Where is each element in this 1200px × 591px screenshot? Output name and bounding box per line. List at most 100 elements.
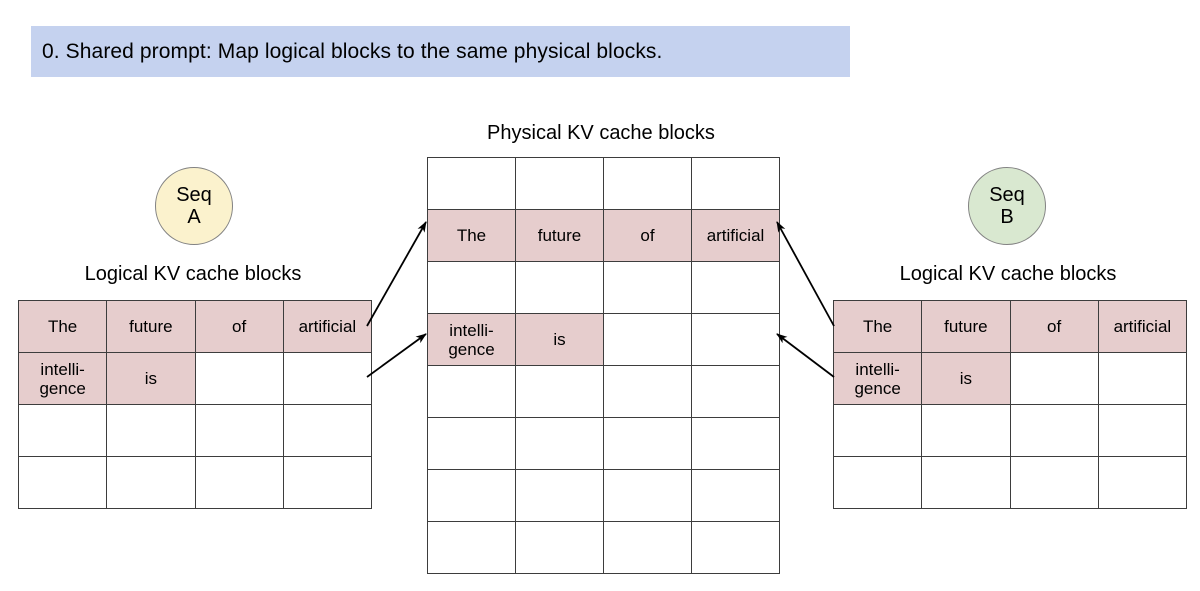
cell-label: The <box>456 226 487 245</box>
seq-b-logical-table-row <box>832 456 1188 509</box>
physical-kv-cache-table-cell-6-2 <box>603 469 692 522</box>
seq-b-logical-table-cell-1-0: intelli-gence <box>832 352 923 405</box>
seq-b-logical-table-cell-1-3 <box>1097 352 1188 405</box>
seq-b-logical-table-cell-2-0 <box>832 404 923 457</box>
physical-kv-cache-table-cell-5-1 <box>515 417 604 470</box>
cell-label: is <box>553 330 566 349</box>
seq-a-logical-table-cell-3-2 <box>194 456 284 509</box>
seq-a-logical-caption: Logical KV cache blocks <box>84 263 302 285</box>
seq-b-logical-table-cell-0-2: of <box>1009 300 1099 353</box>
physical-kv-cache-table-cell-2-1 <box>515 261 604 314</box>
physical-kv-cache-table-cell-7-0 <box>427 521 516 574</box>
physical-kv-cache-table-cell-7-3 <box>691 521 780 574</box>
cell-label: of <box>640 226 655 245</box>
physical-kv-cache-table-cell-5-2 <box>603 417 692 470</box>
cell-label: future <box>944 317 988 336</box>
seq-a-badge-line2: A <box>187 206 201 228</box>
step-banner: 0. Shared prompt: Map logical blocks to … <box>31 26 850 77</box>
physical-kv-cache-table-cell-5-3 <box>691 417 780 470</box>
seq-a-logical-table-cell-1-2 <box>194 352 284 405</box>
cell-label: future <box>129 317 173 336</box>
seq-b-logical-table-cell-1-2 <box>1009 352 1099 405</box>
step-banner-text: 0. Shared prompt: Map logical blocks to … <box>42 39 663 63</box>
seq-b-badge-line1: Seq <box>989 184 1025 206</box>
physical-kv-cache-table-cell-4-1 <box>515 365 604 418</box>
seq-b-logical-table-cell-1-1: is <box>921 352 1011 405</box>
seq-b-logical-table-row: The future of artificial <box>832 300 1188 353</box>
seq-b-badge-line2: B <box>1000 206 1014 228</box>
seq-b-logical-table-cell-2-1 <box>921 404 1011 457</box>
seq-a-logical-table-cell-3-1 <box>106 456 196 509</box>
seq-a-logical-table-cell-2-0 <box>17 404 108 457</box>
physical-kv-cache-table-cell-5-0 <box>427 417 516 470</box>
physical-kv-cache-table-cell-4-2 <box>603 365 692 418</box>
physical-kv-cache-table-row <box>427 261 780 314</box>
physical-kv-cache-table-row <box>427 365 780 418</box>
physical-kv-cache-table-cell-2-0 <box>427 261 516 314</box>
cell-label: intelli-gence <box>854 359 901 398</box>
seq-b-logical-caption: Logical KV cache blocks <box>899 263 1117 285</box>
physical-kv-cache-table-cell-2-2 <box>603 261 692 314</box>
cell-label: artificial <box>298 317 357 336</box>
physical-kv-cache-table-cell-0-0 <box>427 157 516 210</box>
cell-label: of <box>232 317 247 336</box>
cell-label: of <box>1047 317 1062 336</box>
seq-b-logical-table-cell-3-2 <box>1009 456 1099 509</box>
seq-a-logical-table-cell-1-3 <box>282 352 373 405</box>
physical-kv-cache-table-cell-3-0: intelli-gence <box>427 313 516 366</box>
seq-a-badge: Seq A <box>155 167 233 245</box>
physical-kv-cache-table-cell-1-0: The <box>427 209 516 262</box>
seq-b-logical-table: The future of artificial intelli-gence is <box>832 300 1188 509</box>
seq-a-logical-table-cell-0-0: The <box>17 300 108 353</box>
cell-label: intelli-gence <box>448 320 495 359</box>
physical-kv-cache-table-cell-3-3 <box>691 313 780 366</box>
seq-b-logical-table-row <box>832 404 1188 457</box>
physical-kv-cache-table-cell-4-0 <box>427 365 516 418</box>
physical-blocks-caption: Physical KV cache blocks <box>487 122 715 144</box>
seq-b-block-1-to-physical-row-4 <box>776 333 835 378</box>
physical-kv-cache-table-cell-0-2 <box>603 157 692 210</box>
physical-kv-cache-table-cell-0-1 <box>515 157 604 210</box>
physical-kv-cache-table-cell-7-2 <box>603 521 692 574</box>
seq-a-logical-table-cell-1-1: is <box>106 352 196 405</box>
seq-b-logical-table-cell-0-0: The <box>832 300 923 353</box>
seq-a-logical-table-cell-3-0 <box>17 456 108 509</box>
cell-label: is <box>144 369 158 388</box>
physical-kv-cache-table-cell-0-3 <box>691 157 780 210</box>
seq-a-logical-table-row: intelli-gence is <box>17 352 373 405</box>
physical-kv-cache-table-row: intelli-gence is <box>427 313 780 366</box>
seq-a-logical-table-row: The future of artificial <box>17 300 373 353</box>
seq-a-logical-table-cell-1-0: intelli-gence <box>17 352 108 405</box>
cell-label: artificial <box>1113 317 1172 336</box>
seq-a-logical-table-row <box>17 456 373 509</box>
physical-kv-cache-table-row <box>427 521 780 574</box>
physical-kv-cache-table-cell-6-3 <box>691 469 780 522</box>
seq-a-logical-table-cell-0-3: artificial <box>282 300 373 353</box>
seq-b-badge: Seq B <box>968 167 1046 245</box>
physical-kv-cache-table-cell-3-1: is <box>515 313 604 366</box>
seq-a-logical-table-row <box>17 404 373 457</box>
physical-kv-cache-table-cell-3-2 <box>603 313 692 366</box>
cell-label: artificial <box>706 226 765 245</box>
physical-kv-cache-table-cell-6-1 <box>515 469 604 522</box>
seq-b-logical-table-cell-0-3: artificial <box>1097 300 1188 353</box>
seq-a-block-0-to-physical-row-2 <box>366 221 427 327</box>
seq-a-block-1-to-physical-row-4 <box>366 333 427 378</box>
physical-kv-cache-table-cell-4-3 <box>691 365 780 418</box>
seq-b-logical-table-cell-2-2 <box>1009 404 1099 457</box>
seq-b-logical-table-cell-0-1: future <box>921 300 1011 353</box>
seq-a-logical-table-cell-2-2 <box>194 404 284 457</box>
seq-a-logical-table-cell-3-3 <box>282 456 373 509</box>
physical-kv-cache-table-row <box>427 417 780 470</box>
physical-kv-cache-table-row <box>427 469 780 522</box>
seq-a-logical-table: The future of artificial intelli-gence is <box>17 300 373 509</box>
seq-b-logical-table-cell-3-3 <box>1097 456 1188 509</box>
seq-b-block-0-to-physical-row-2 <box>776 221 835 327</box>
cell-label: intelli-gence <box>39 359 86 398</box>
seq-a-logical-table-cell-0-1: future <box>106 300 196 353</box>
physical-kv-cache-table-cell-1-3: artificial <box>691 209 780 262</box>
cell-label: is <box>959 369 973 388</box>
